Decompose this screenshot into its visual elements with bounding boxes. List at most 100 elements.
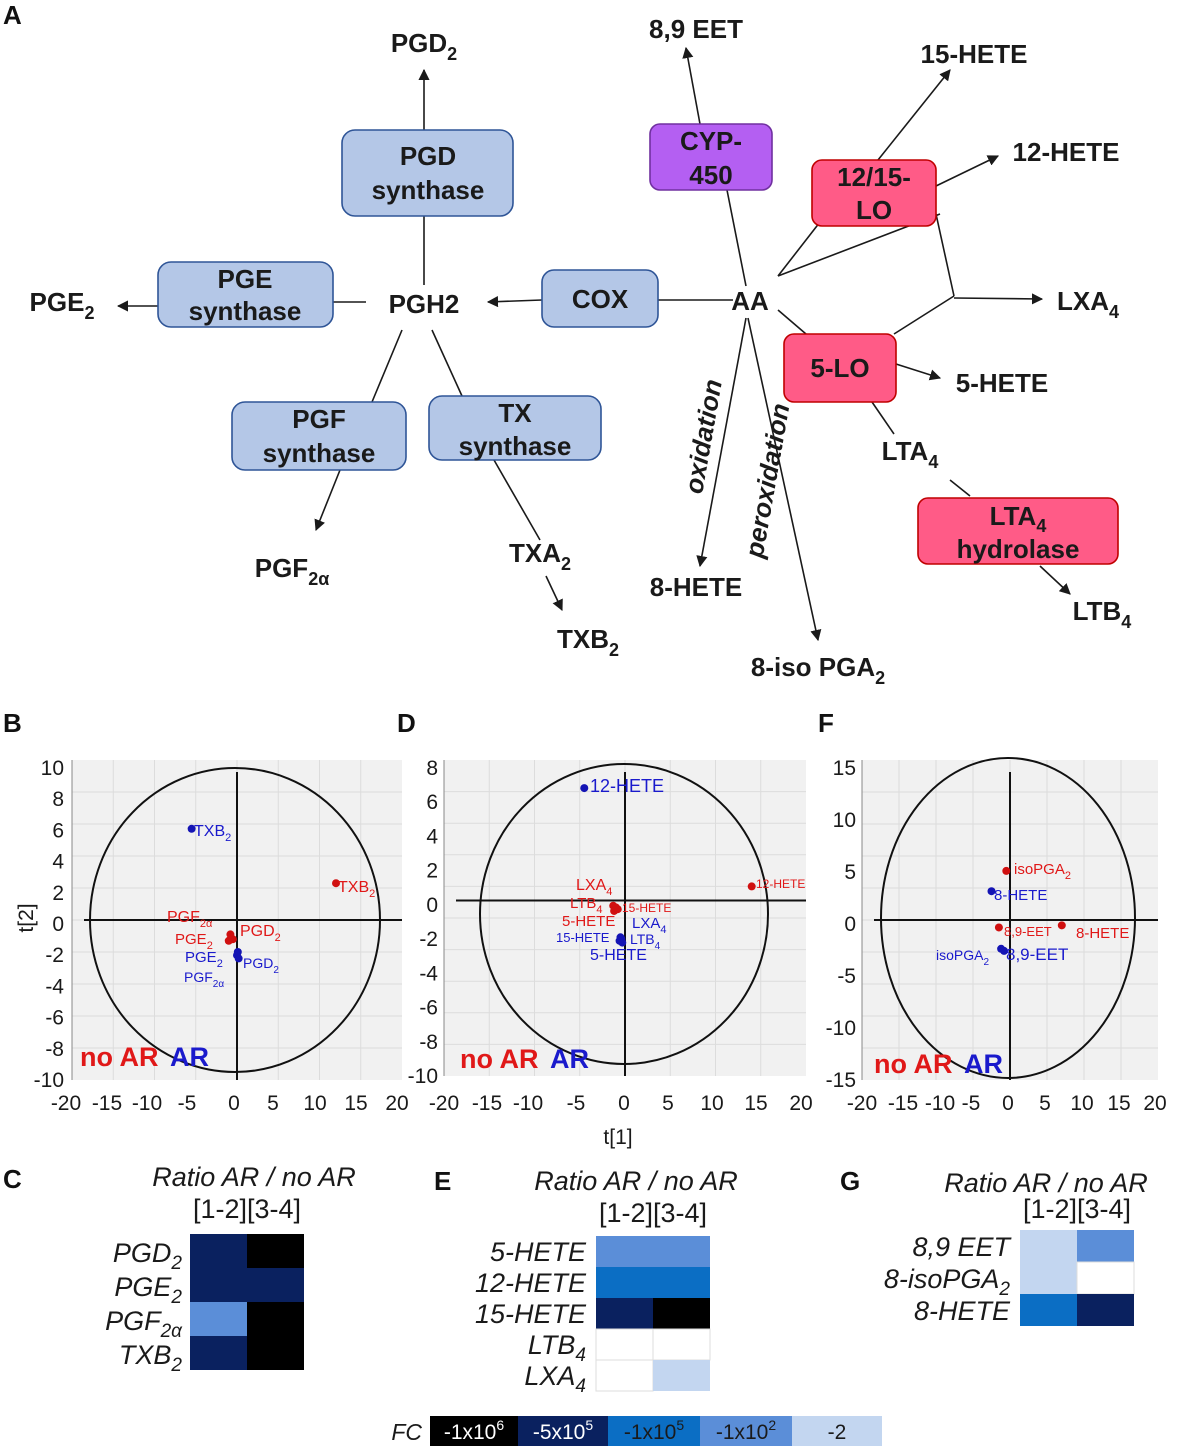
score-point [1000, 946, 1009, 955]
y-tick-label: 6 [52, 819, 64, 842]
node-lta4: LTA4 [882, 436, 939, 472]
node-5-hete: 5-HETE [956, 368, 1048, 398]
y-tick-label: 10 [833, 809, 856, 832]
heat-cell [190, 1302, 247, 1336]
y-tick-label: 8 [426, 757, 438, 780]
cyp450-line1: CYP- [680, 126, 742, 156]
point-label: 8-HETE [1076, 925, 1129, 942]
lo1215-line1: 12/15- [837, 162, 911, 192]
y-tick-label: 4 [52, 851, 64, 874]
ratio-row-label: TXB2 [119, 1340, 183, 1376]
heat-cell [596, 1267, 653, 1298]
point-label: LXA4 [632, 915, 666, 936]
cox-label: COX [572, 284, 629, 314]
enzyme-box-cyp450: CYP- 450 [649, 123, 773, 191]
node-lxa4: LXA4 [1057, 286, 1119, 322]
ratio-table-g: Ratio AR / no AR[1-2][3-4]8,9 EET8-isoPG… [884, 1168, 1148, 1326]
y-tick-label: 0 [426, 894, 438, 917]
node-15-hete: 15-HETE [921, 39, 1028, 69]
x-tick-label: 20 [385, 1092, 408, 1115]
lta4h-line1: LTA [990, 501, 1037, 531]
ratio-row-label: PGF2α [105, 1306, 183, 1342]
heat-cell [596, 1236, 653, 1267]
tx-synthase-line1: TX [498, 398, 532, 428]
ratio-columns: [1-2][3-4] [1023, 1194, 1131, 1224]
cyp450-line2: 450 [689, 160, 732, 190]
fc-legend-label: FC [391, 1419, 422, 1445]
y-tick-label: -15 [826, 1069, 856, 1092]
y-tick-label: -4 [419, 962, 438, 985]
panel-label-d: D [397, 708, 416, 738]
hotelling-ellipse [89, 767, 381, 1073]
score-point [987, 887, 996, 896]
heat-cell [652, 1328, 711, 1361]
x-tick-label: -10 [132, 1092, 162, 1115]
heat-cell [1020, 1230, 1077, 1262]
x-axis-title: t[1] [603, 1126, 632, 1149]
x-tick-label: 10 [1070, 1092, 1093, 1115]
legend-ar: AR [964, 1049, 1003, 1079]
panel-a-pathway: A [3, 0, 1131, 688]
pathway-edges [116, 46, 1071, 642]
node-89-eet: 8,9 EET [649, 14, 743, 44]
lo1215-line2: LO [856, 195, 892, 225]
heat-cell [247, 1336, 304, 1370]
y-tick-label: 0 [844, 913, 856, 936]
y-tick-label: -8 [45, 1038, 64, 1061]
x-tick-label: -10 [925, 1092, 955, 1115]
ratio-row-label: 8,9 EET [912, 1232, 1012, 1262]
enzyme-box-tx-synthase: TX synthase [428, 395, 602, 461]
y-tick-label: 4 [426, 825, 438, 848]
x-tick-label: 15 [744, 1092, 767, 1115]
fc-legend-swatch [430, 1416, 518, 1446]
fc-legend-swatch [700, 1416, 792, 1446]
x-tick-label: -5 [962, 1092, 981, 1115]
enzyme-box-12-15-lo: 12/15- LO [811, 159, 937, 227]
y-tick-label: 2 [52, 882, 64, 905]
heat-cell [595, 1359, 654, 1392]
x-tick-label: -20 [847, 1092, 877, 1115]
x-tick-label: -20 [429, 1092, 459, 1115]
point-label: LXA4 [576, 877, 612, 898]
node-8-hete: 8-HETE [650, 572, 742, 602]
point-label: PGF2α [167, 909, 213, 930]
y-tick-label: -6 [45, 1007, 64, 1030]
heat-cell [653, 1236, 710, 1267]
heat-cell [190, 1234, 247, 1268]
ratio-row-label: 12-HETE [475, 1268, 587, 1298]
x-tick-label: 0 [1002, 1092, 1014, 1115]
pgd-synthase-line1: PGD [400, 141, 456, 171]
x-tick-label: 15 [344, 1092, 367, 1115]
x-tick-label: 15 [1107, 1092, 1130, 1115]
score-point [332, 879, 340, 888]
heat-cell [1076, 1261, 1135, 1295]
score-point [994, 923, 1003, 932]
score-point [187, 824, 196, 833]
point-label: isoPGA2 [936, 947, 989, 968]
panel-label-e: E [434, 1166, 451, 1196]
ratio-columns: [1-2][3-4] [193, 1194, 301, 1224]
point-label: 15-HETE [622, 901, 671, 915]
y-tick-label: 8 [52, 788, 64, 811]
legend-no-ar: no AR [874, 1049, 952, 1079]
score-point [580, 784, 589, 793]
score-point [1002, 866, 1011, 875]
y-tick-label: 2 [426, 860, 438, 883]
ratio-table-c: Ratio AR / no AR[1-2][3-4]PGD2PGE2PGF2αT… [105, 1162, 356, 1376]
node-pge2: PGE2 [30, 287, 95, 323]
score-point [618, 938, 627, 947]
y-axis-title: t[2] [15, 903, 38, 932]
y-tick-label: -10 [34, 1069, 64, 1092]
heat-cell [1077, 1230, 1134, 1262]
point-label: 5-HETE [562, 913, 615, 930]
point-label: PGE2 [175, 931, 213, 952]
x-tick-label: 5 [662, 1092, 674, 1115]
fc-legend-swatch [608, 1416, 700, 1446]
node-txb2: TXB2 [557, 624, 619, 660]
fc-legend-swatch [518, 1416, 608, 1446]
point-label: LTB4 [570, 895, 603, 916]
node-pgf2a: PGF2α [255, 553, 330, 589]
fc-legend-swatch [792, 1416, 882, 1446]
point-label: 8,9-EET [1004, 924, 1052, 939]
lo5-label: 5-LO [810, 353, 869, 383]
